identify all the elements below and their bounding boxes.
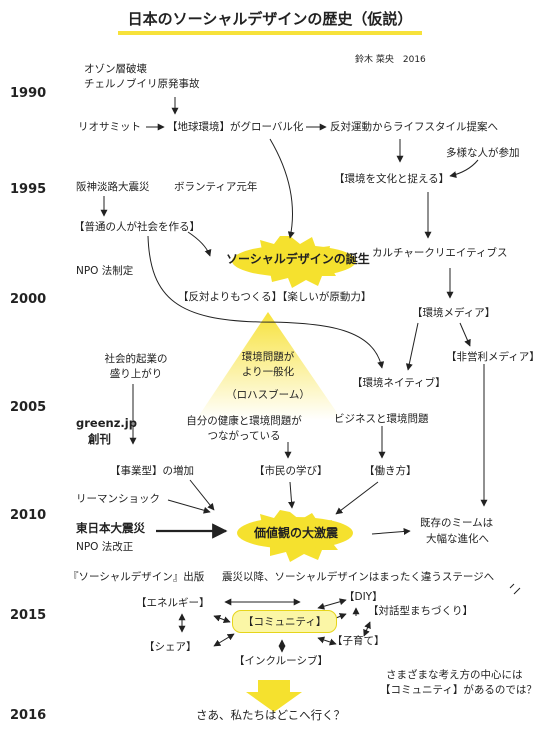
title-underline bbox=[118, 31, 422, 35]
node-meme-1: 既存のミームは bbox=[420, 517, 494, 529]
year-1995: 1995 bbox=[10, 182, 47, 197]
lohas-triangle bbox=[196, 312, 342, 420]
node-ozone: オゾン層破壊 bbox=[84, 63, 147, 75]
node-npo-revision: NPO 法改正 bbox=[76, 541, 134, 553]
node-book: 『ソーシャルデザイン』出版 bbox=[68, 571, 205, 583]
year-2000: 2000 bbox=[10, 292, 47, 307]
page-title: 日本のソーシャルデザインの歴史（仮説） bbox=[127, 10, 413, 28]
node-business-type: 【事業型】の増加 bbox=[110, 465, 194, 477]
node-center-question-2: 【コミュニティ】があるのでは？ bbox=[380, 684, 537, 696]
node-greenz-2: 創刊 bbox=[88, 432, 111, 446]
node-meme-2: 大幅な進化へ bbox=[426, 533, 489, 545]
node-env-global: 【地球環境】がグローバル化 bbox=[167, 121, 304, 133]
node-dialogue-town: 【対話型まちづくり】 bbox=[368, 605, 473, 617]
node-work-style: 【働き方】 bbox=[364, 465, 417, 477]
node-diy: 【DIY】 bbox=[344, 591, 383, 603]
node-volunteer: ボランティア元年 bbox=[174, 181, 258, 193]
node-cultural-creatives: カルチャークリエイティブス bbox=[372, 247, 508, 259]
node-env-as-culture: 【環境を文化と捉える】 bbox=[334, 173, 450, 185]
author: 鈴木 菜央 2016 bbox=[355, 55, 426, 65]
year-1990: 1990 bbox=[10, 86, 47, 101]
node-env-native: 【環境ネイティブ】 bbox=[352, 377, 446, 389]
node-ordinary-people: 【普通の人が社会を作る】 bbox=[74, 221, 200, 233]
node-npo-law: NPO 法制定 bbox=[76, 265, 134, 277]
year-2005: 2005 bbox=[10, 400, 47, 415]
node-social-entrepreneur-1: 社会的起業の bbox=[104, 353, 168, 365]
node-lehman: リーマンショック bbox=[76, 493, 160, 505]
node-child-raising: 【子育て】 bbox=[332, 635, 385, 647]
node-citizen-learning: 【市民の学び】 bbox=[254, 465, 328, 477]
node-env-generalize-1: 環境問題が bbox=[241, 351, 295, 363]
node-hanshin: 阪神淡路大震災 bbox=[76, 181, 150, 193]
node-opposition-to-lifestyle: 反対運動からライフスタイル提案へ bbox=[330, 121, 498, 133]
node-center-question-1: さまざまな考え方の中心には bbox=[386, 669, 523, 681]
node-business-env: ビジネスと環境問題 bbox=[334, 413, 429, 425]
node-great-east-japan: 東日本大震災 bbox=[76, 521, 145, 535]
node-lohas: （ロハスブーム） bbox=[226, 389, 310, 401]
node-make-not-oppose: 【反対よりもつくる】【楽しいが原動力】 bbox=[178, 291, 372, 303]
node-health-env-1: 自分の健康と環境問題が bbox=[186, 415, 302, 427]
node-social-entrepreneur-2: 盛り上がり bbox=[109, 368, 163, 380]
node-birth: ソーシャルデザインの誕生 bbox=[226, 252, 370, 266]
node-final-question: さあ、私たちはどこへ行く？ bbox=[196, 708, 346, 722]
year-2010: 2010 bbox=[10, 508, 47, 523]
node-chernobyl: チェルノブイリ原発事故 bbox=[84, 78, 200, 90]
node-nonprofit-media: 【非営利メディア】 bbox=[446, 351, 540, 363]
year-2016: 2016 bbox=[10, 708, 47, 723]
final-arrow bbox=[246, 680, 302, 712]
year-2015: 2015 bbox=[10, 608, 47, 623]
node-diverse-people: 多様な人が参加 bbox=[446, 147, 520, 159]
node-after-quake: 震災以降、ソーシャルデザインはまったく違うステージへ bbox=[222, 571, 495, 583]
node-greenz-1: greenz.jp bbox=[76, 416, 137, 430]
node-energy: 【エネルギー】 bbox=[136, 597, 210, 609]
node-inclusive: 【インクルーシブ】 bbox=[234, 655, 328, 667]
node-community: 【コミュニティ】 bbox=[232, 610, 338, 633]
node-env-media: 【環境メディア】 bbox=[412, 307, 496, 319]
node-rio-summit: リオサミット bbox=[78, 121, 141, 133]
node-health-env-2: つながっている bbox=[207, 430, 281, 442]
node-share: 【シェア】 bbox=[144, 641, 197, 653]
node-env-generalize-2: より一般化 bbox=[241, 366, 295, 378]
node-values-quake: 価値観の大激震 bbox=[254, 526, 339, 540]
